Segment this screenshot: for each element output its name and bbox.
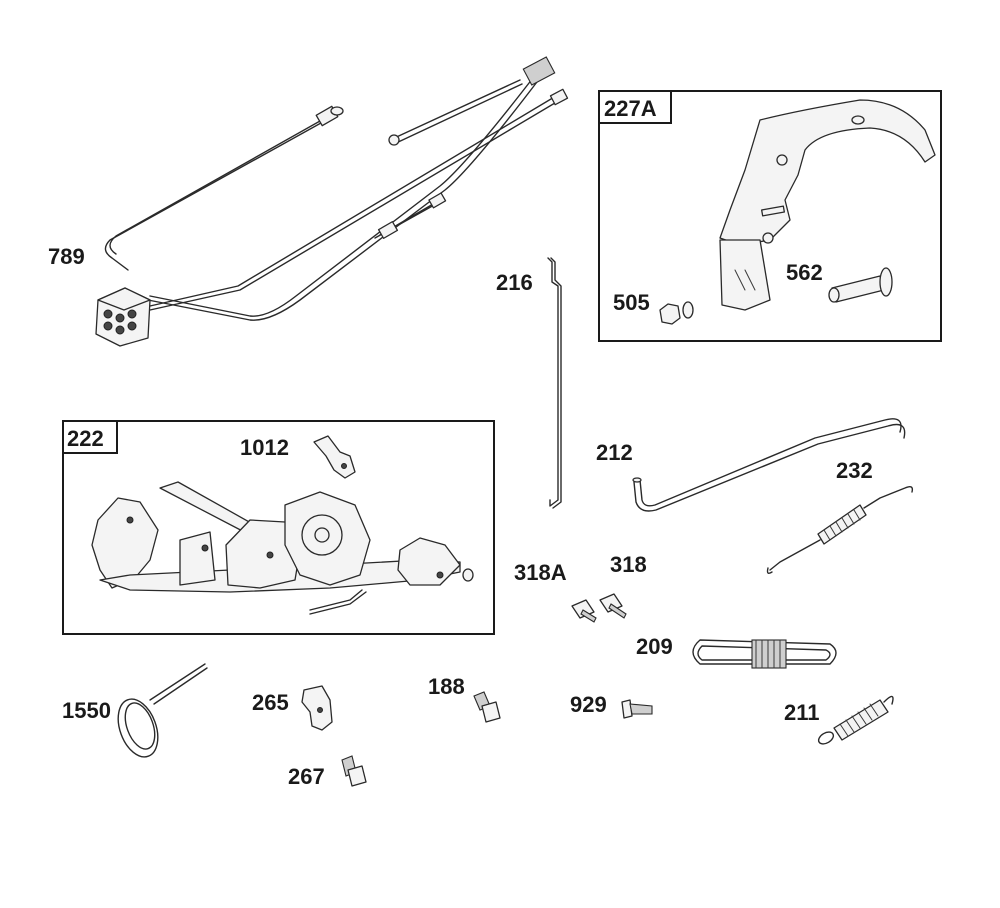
part-789-wiring-harness	[95, 56, 569, 347]
part-227a-505-nut	[659, 301, 694, 325]
part-929-bolt	[621, 699, 653, 719]
part-216-governor-rod	[547, 257, 562, 509]
label-789: 789	[48, 244, 85, 269]
box-227a-frame	[598, 90, 942, 342]
label-216: 216	[496, 270, 533, 295]
label-265: 265	[252, 690, 289, 715]
part-232-spring	[766, 485, 914, 575]
label-267: 267	[288, 764, 325, 789]
part-209-spring	[692, 639, 837, 669]
part-318a-screw	[571, 599, 597, 623]
part-1012-clip	[313, 435, 356, 479]
label-211: 211	[784, 700, 820, 725]
box-227a-label: 227A	[604, 96, 657, 121]
label-929: 929	[570, 692, 607, 717]
label-505: 505	[613, 290, 650, 315]
box-222-frame	[62, 420, 495, 635]
box-222-tag	[62, 420, 118, 454]
label-1550: 1550	[62, 698, 111, 723]
part-222-control-assembly	[91, 481, 474, 615]
box-227a-tag	[598, 90, 672, 124]
label-209: 209	[636, 634, 673, 659]
part-227a-562-pin	[828, 267, 893, 303]
part-188-screw	[473, 691, 501, 723]
part-211-spring	[817, 695, 894, 745]
label-188: 188	[428, 674, 465, 699]
part-267-screw	[341, 755, 367, 787]
box-222-label: 222	[67, 426, 104, 451]
part-265-bracket	[301, 685, 333, 731]
label-318a: 318A	[514, 560, 567, 585]
label-562: 562	[786, 260, 823, 285]
label-232: 232	[836, 458, 873, 483]
label-1012: 1012	[240, 435, 289, 460]
label-212: 212	[596, 440, 633, 465]
part-212-link-rod	[632, 418, 906, 512]
label-318: 318	[610, 552, 647, 577]
part-1550-spring	[117, 663, 208, 758]
part-318-screw	[599, 593, 627, 619]
part-227a-bracket	[719, 99, 936, 311]
